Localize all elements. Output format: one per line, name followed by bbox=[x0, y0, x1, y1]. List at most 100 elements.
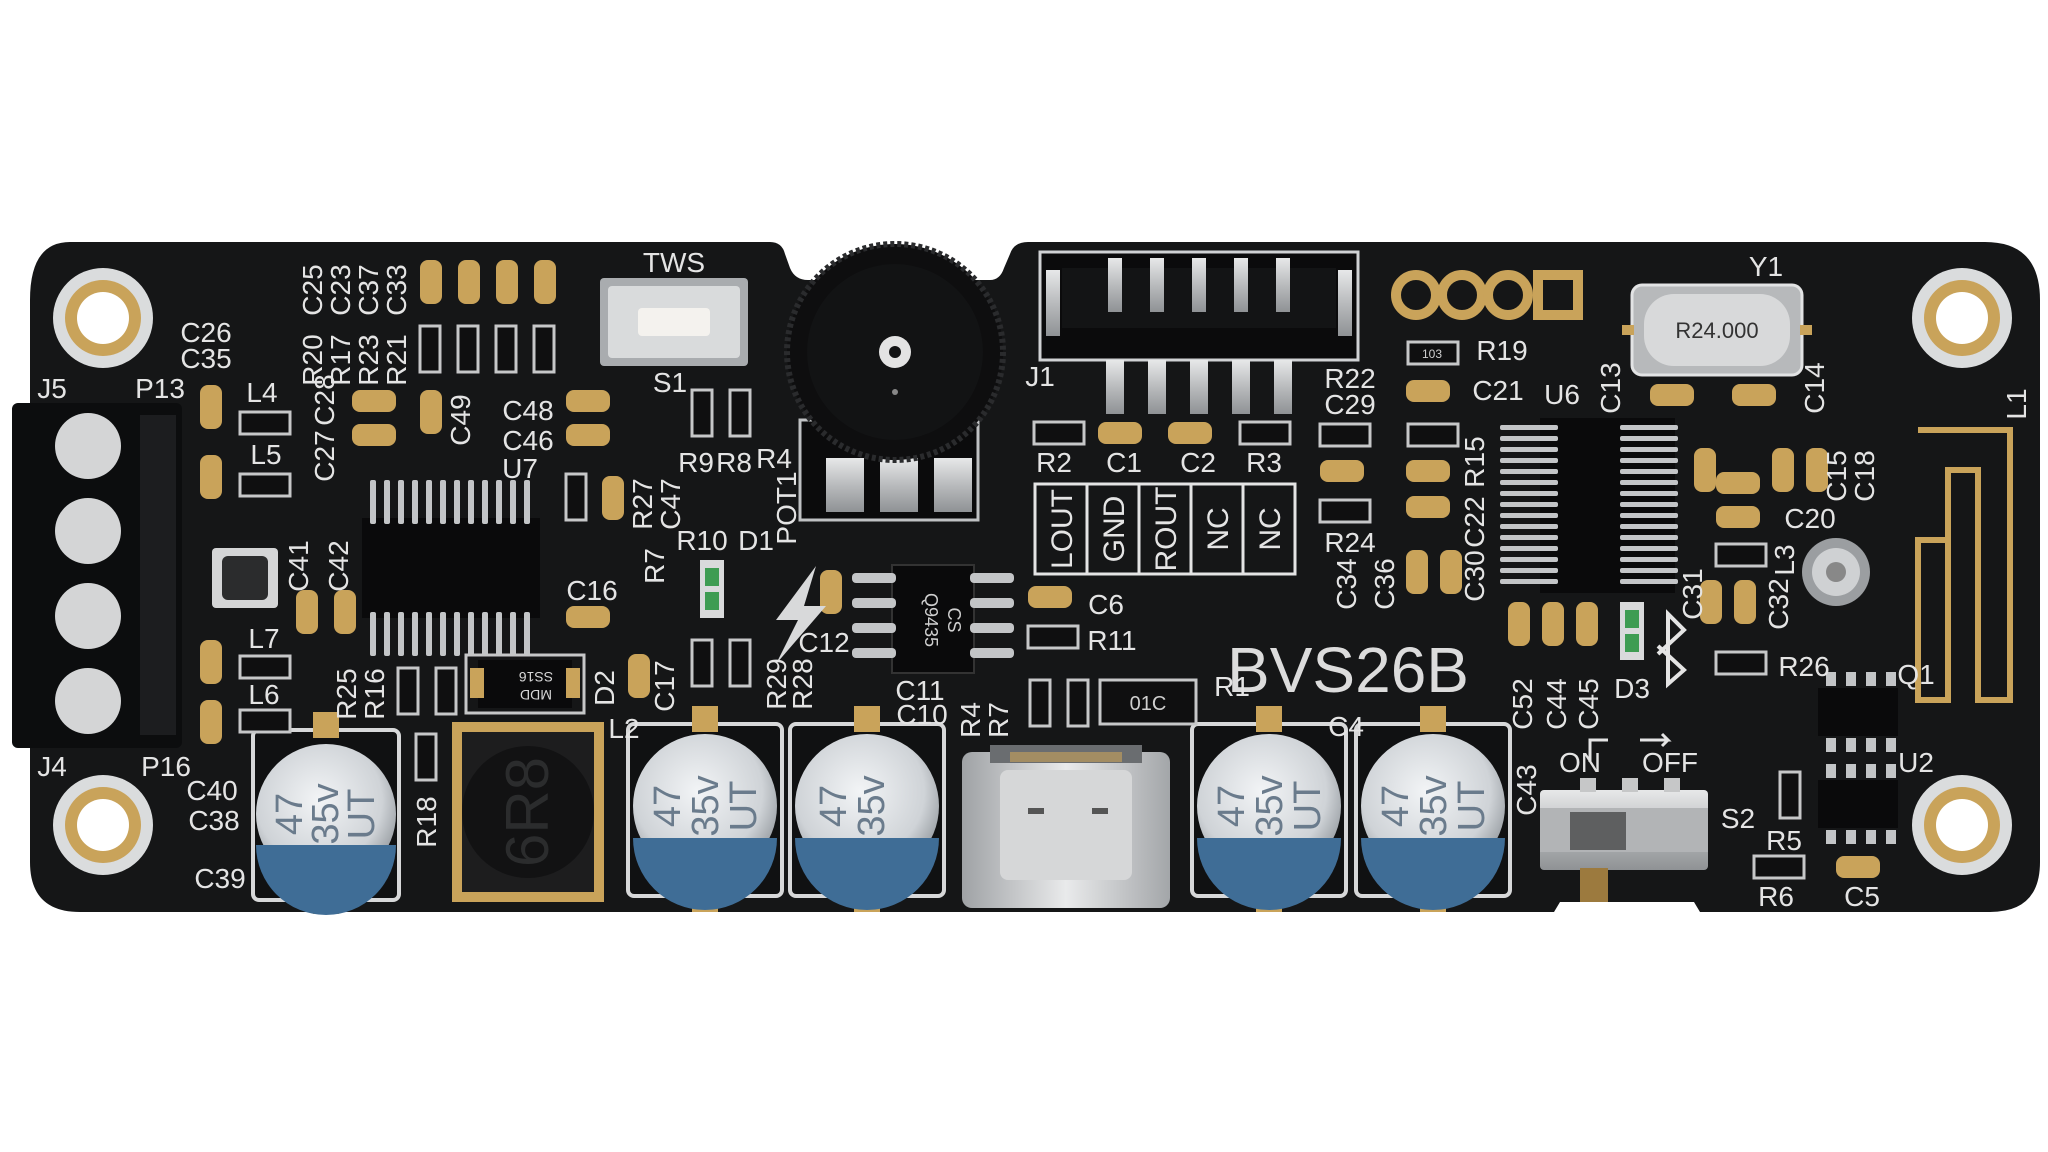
svg-text:R27: R27 bbox=[627, 478, 658, 529]
svg-text:C27: C27 bbox=[309, 430, 340, 481]
switch-direction-arrows bbox=[1588, 732, 1672, 762]
label-on: ON bbox=[1559, 747, 1601, 778]
lightning-bolt-icon bbox=[776, 566, 826, 664]
label-c6: C6 bbox=[1088, 589, 1124, 620]
svg-text:C31: C31 bbox=[1677, 568, 1708, 619]
label-u2: U2 bbox=[1898, 747, 1934, 778]
inductor-l2 bbox=[452, 722, 604, 902]
j1-pin-nc-2: NC bbox=[1254, 507, 1287, 550]
label-c46: C46 bbox=[502, 425, 553, 456]
svg-text:35v: 35v bbox=[1249, 775, 1291, 836]
svg-text:R7: R7 bbox=[639, 548, 670, 584]
svg-text:C37: C37 bbox=[353, 264, 384, 315]
svg-text:UT: UT bbox=[341, 789, 383, 840]
svg-text:R25: R25 bbox=[331, 668, 362, 719]
label-s2: S2 bbox=[1721, 803, 1755, 834]
label-r10: R10 bbox=[676, 525, 727, 556]
silkscreen-labels: TWS S1 J1 Y1 J5 J4 P13 P16 C26 C35 L4 L5… bbox=[37, 247, 1934, 912]
label-r9: R9 bbox=[678, 447, 714, 478]
svg-text:C44: C44 bbox=[1541, 678, 1572, 729]
label-r2: R2 bbox=[1036, 447, 1072, 478]
label-j5: J5 bbox=[37, 373, 67, 404]
svg-text:R16: R16 bbox=[359, 668, 390, 719]
potentiometer[interactable] bbox=[784, 241, 1006, 522]
label-c5: C5 bbox=[1844, 881, 1880, 912]
label-r3: R3 bbox=[1246, 447, 1282, 478]
label-r19: R19 bbox=[1476, 335, 1527, 366]
label-j1: J1 bbox=[1025, 361, 1055, 392]
inductor-l3 bbox=[1802, 538, 1870, 606]
label-c4: C4 bbox=[1328, 711, 1364, 742]
label-c29: C29 bbox=[1324, 389, 1375, 420]
svg-text:C17: C17 bbox=[649, 660, 680, 711]
svg-text:C28: C28 bbox=[309, 374, 340, 425]
label-l6: L6 bbox=[248, 679, 279, 710]
mounting-hole-bottom-left bbox=[53, 775, 153, 875]
svg-text:C43: C43 bbox=[1511, 764, 1542, 815]
label-c20: C20 bbox=[1784, 503, 1835, 534]
svg-text:C22: C22 bbox=[1459, 496, 1490, 547]
label-r1: R1 bbox=[1214, 671, 1250, 702]
capacitor-c38 bbox=[251, 712, 401, 915]
svg-text:D2: D2 bbox=[589, 670, 620, 706]
svg-text:UT: UT bbox=[1287, 781, 1329, 832]
label-u7: U7 bbox=[502, 453, 538, 484]
capacitor-c4-left-print: 47 35v UT bbox=[1211, 775, 1329, 836]
usb-c-port[interactable] bbox=[962, 745, 1170, 908]
silkscreen-labels-rotated: C25 C23 C37 C33 R20 R17 R23 R21 C27 C28 … bbox=[283, 264, 2032, 847]
label-r6: R6 bbox=[1758, 881, 1794, 912]
label-c2: C2 bbox=[1180, 447, 1216, 478]
label-r4-top: R4 bbox=[756, 443, 792, 474]
svg-text:C23: C23 bbox=[325, 264, 356, 315]
svg-text:C15: C15 bbox=[1821, 450, 1852, 501]
j1-pin-nc-1: NC bbox=[1202, 507, 1235, 550]
svg-text:L1: L1 bbox=[2001, 388, 2032, 419]
label-c38: C38 bbox=[188, 805, 239, 836]
label-y1: Y1 bbox=[1749, 251, 1783, 282]
svg-text:C18: C18 bbox=[1849, 450, 1880, 501]
q1-transistor bbox=[1818, 672, 1898, 752]
svg-text:C47: C47 bbox=[655, 478, 686, 529]
mosfet-code-marking: CS bbox=[944, 607, 964, 632]
mosfet-marking: Q9435 bbox=[921, 593, 941, 647]
label-u6: U6 bbox=[1544, 379, 1580, 410]
svg-text:C36: C36 bbox=[1369, 558, 1400, 609]
power-slide-switch[interactable] bbox=[1540, 778, 1708, 902]
capacitor-c10-print: 47 35v bbox=[813, 775, 893, 836]
label-l4: L4 bbox=[246, 377, 277, 408]
svg-text:R20: R20 bbox=[297, 334, 328, 385]
label-c21: C21 bbox=[1472, 375, 1523, 406]
label-r22: R22 bbox=[1324, 363, 1375, 394]
label-c1: C1 bbox=[1106, 447, 1142, 478]
capacitor-c17-print: 47 35v UT bbox=[647, 775, 765, 836]
j1-pin-label-box bbox=[1033, 482, 1297, 576]
capacitor-c10 bbox=[788, 706, 946, 912]
label-off: OFF bbox=[1642, 747, 1698, 778]
svg-text:47: 47 bbox=[1211, 785, 1253, 827]
label-l7: L7 bbox=[248, 623, 279, 654]
tws-button[interactable] bbox=[600, 278, 748, 366]
header-pads bbox=[1391, 270, 1583, 320]
label-c40: C40 bbox=[186, 775, 237, 806]
svg-text:L3: L3 bbox=[1769, 544, 1800, 575]
label-r8: R8 bbox=[716, 447, 752, 478]
u2-ic bbox=[1818, 764, 1898, 844]
diode-marking: SS16 bbox=[519, 669, 553, 685]
svg-text:47: 47 bbox=[1375, 785, 1417, 827]
svg-text:R17: R17 bbox=[325, 334, 356, 385]
pcb-antenna bbox=[1915, 427, 2013, 703]
svg-text:C32: C32 bbox=[1763, 578, 1794, 629]
svg-text:R21: R21 bbox=[381, 334, 412, 385]
resistor-small-marking: 103 bbox=[1422, 347, 1442, 361]
label-j4: J4 bbox=[37, 751, 67, 782]
label-d3: D3 bbox=[1614, 673, 1650, 704]
svg-text:C14: C14 bbox=[1799, 362, 1830, 413]
label-p13: P13 bbox=[135, 373, 185, 404]
capacitor-c4-right-print: 47 35v UT bbox=[1375, 775, 1493, 836]
label-r11: R11 bbox=[1087, 625, 1136, 656]
svg-text:C25: C25 bbox=[297, 264, 328, 315]
label-c48: C48 bbox=[502, 395, 553, 426]
crystal-marking: R24.000 bbox=[1675, 318, 1758, 343]
svg-text:C41: C41 bbox=[283, 540, 314, 591]
